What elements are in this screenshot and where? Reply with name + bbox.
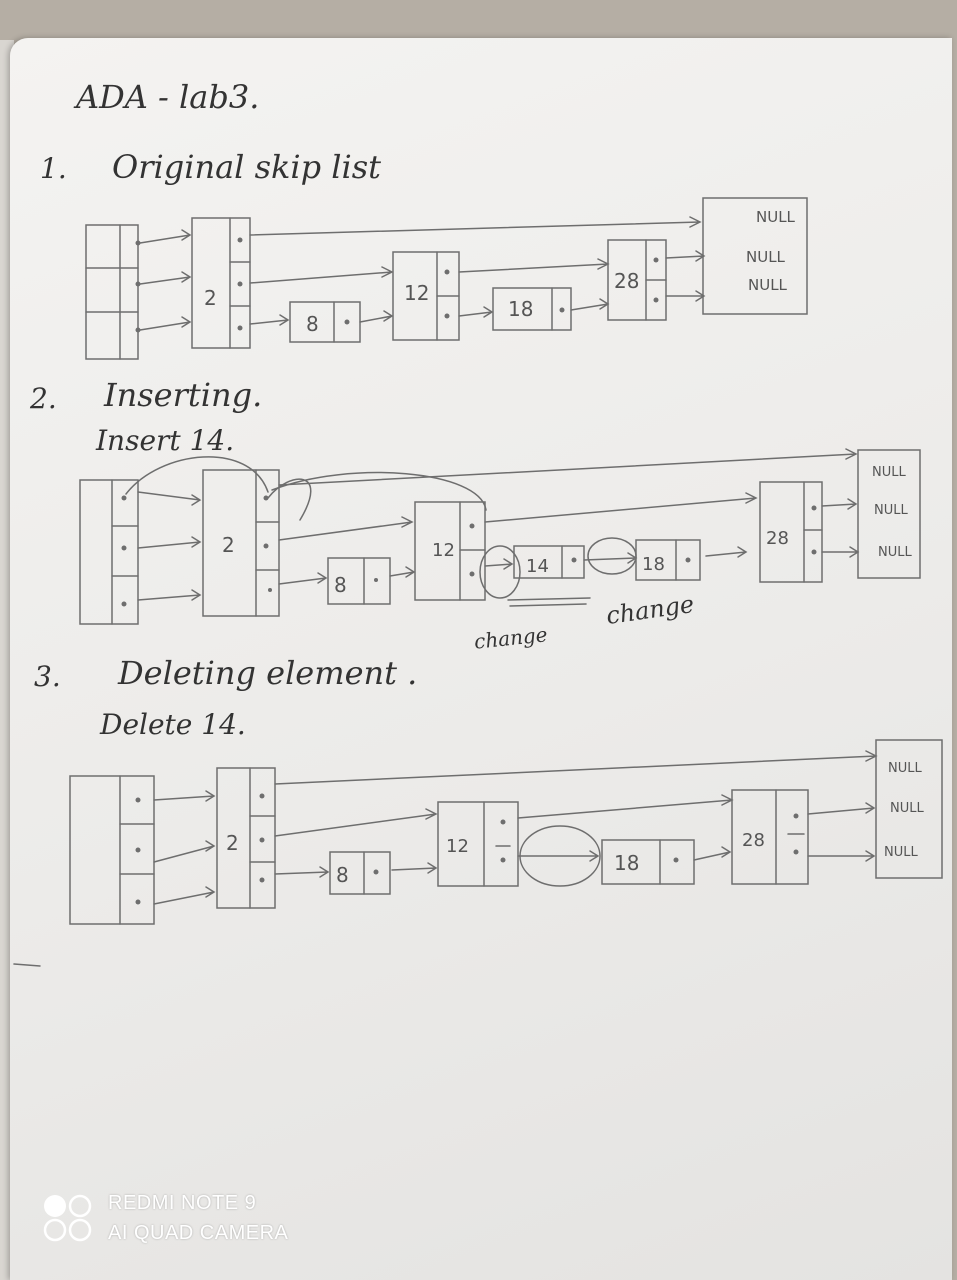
diagram-original-skip-list: 2 8 12 18 28 <box>85 197 808 360</box>
node-12-value: 12 <box>404 281 429 305</box>
null-label: NULL <box>884 845 918 860</box>
section-2-number: 2. <box>30 382 57 415</box>
null-label: NULL <box>878 545 912 560</box>
notebook-page <box>10 38 952 1280</box>
section-3-title: Deleting element . <box>118 654 418 692</box>
null-label: NULL <box>872 465 906 480</box>
camera-watermark: REDMI NOTE 9 AI QUAD CAMERA <box>42 1188 288 1248</box>
node-2-value: 2 <box>226 831 239 855</box>
node-28-value: 28 <box>766 528 789 549</box>
null-label: NULL <box>888 761 922 776</box>
node-28-value: 28 <box>614 269 639 293</box>
null-label: NULL <box>748 276 788 294</box>
node-14-value: 14 <box>526 556 549 577</box>
section-2-title: Inserting. <box>104 376 263 414</box>
null-label: NULL <box>890 801 924 816</box>
section-2-subtitle: Insert 14. <box>96 424 235 457</box>
node-18-value: 18 <box>642 554 665 575</box>
node-8-value: 8 <box>336 863 349 887</box>
diagram-delete-14: 2 8 12 18 28 <box>69 739 943 925</box>
node-18-value: 18 <box>508 297 533 321</box>
section-1-number: 1. <box>40 152 67 185</box>
page-heading: ADA - lab3. <box>76 78 260 116</box>
node-12-value: 12 <box>446 836 469 857</box>
node-2-value: 2 <box>204 286 217 310</box>
null-label: NULL <box>874 503 908 518</box>
section-3-subtitle: Delete 14. <box>100 708 246 741</box>
node-2-value: 2 <box>222 533 235 557</box>
section-3-number: 3. <box>34 660 61 693</box>
section-1-title: Original skip list <box>112 148 382 186</box>
node-12-value: 12 <box>432 540 455 561</box>
node-28-value: 28 <box>742 830 765 851</box>
null-label: NULL <box>756 208 796 226</box>
diagram-insert-14: 2 8 12 14 <box>79 448 921 625</box>
node-18-value: 18 <box>614 851 639 875</box>
watermark-line-2: AI QUAD CAMERA <box>108 1222 289 1244</box>
camera-dots-logo-icon <box>43 1194 92 1242</box>
null-label: NULL <box>746 248 786 266</box>
watermark-line-1: REDMI NOTE 9 <box>108 1192 257 1214</box>
node-8-value: 8 <box>306 312 319 336</box>
node-8-value: 8 <box>334 573 347 597</box>
